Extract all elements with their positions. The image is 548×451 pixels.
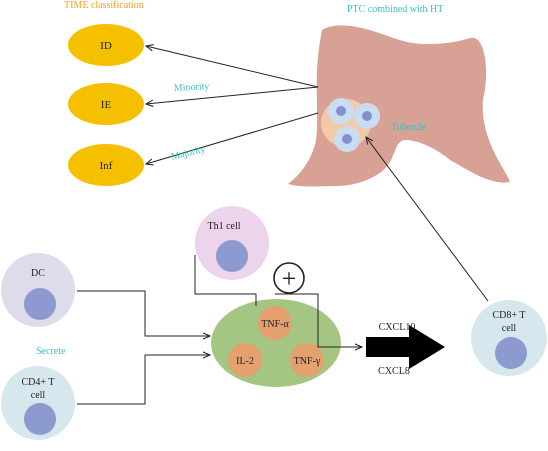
cxcl-block-arrow [366, 325, 445, 369]
arrow-to-inf [146, 112, 319, 164]
th1-cell: Th1 cell [195, 206, 269, 280]
cd4-nucleus [24, 403, 56, 435]
minority-label: Minority [174, 81, 210, 94]
th1-to-hub-connector [194, 255, 257, 306]
cd8-nucleus [495, 337, 527, 369]
dc-cell: DC [1, 253, 75, 327]
inf-label: Inf [100, 160, 113, 172]
dc-nucleus [24, 288, 56, 320]
secrete-label: Secrete [36, 346, 66, 357]
category-ie: IE [68, 83, 144, 125]
cd4-to-hub-arrow [77, 355, 210, 405]
majority-label: Majority [170, 144, 207, 163]
tnf-gamma-label: TNF-γ [294, 356, 321, 367]
cxcl10-label: CXCL10 [379, 322, 416, 333]
il2-label: IL-2 [236, 356, 254, 367]
tubercle-label: Tubercle [391, 122, 427, 133]
arrow-to-ie [146, 86, 319, 104]
tnf-gamma-bubble [290, 343, 324, 377]
ie-oval [68, 83, 144, 125]
tnf-alpha-label: TNF-α [261, 319, 289, 330]
cd4-t-cell: CD4+ T cell [1, 366, 75, 440]
category-id: ID [68, 24, 144, 66]
th1-label: Th1 cell [207, 221, 240, 232]
time-classification-title: TIME classification [64, 0, 144, 11]
plus-sign: + [273, 262, 305, 294]
th1-nucleus [216, 240, 248, 272]
cd4-label-line2: cell [31, 390, 46, 401]
dc-to-hub-arrow [77, 290, 210, 336]
cd8-label-line1: CD8+ T [493, 310, 526, 321]
dc-label: DC [31, 268, 45, 279]
tubercle-nucleus [336, 106, 346, 116]
tnf-alpha-bubble [258, 306, 292, 340]
tubercle-nucleus [362, 111, 372, 121]
tubercle-cluster [321, 98, 380, 152]
cd8-label-line2: cell [502, 323, 517, 334]
inf-oval [68, 144, 144, 186]
cytokine-hub: TNF-α IL-2 TNF-γ [211, 299, 341, 387]
cd4-cell-body [1, 366, 75, 440]
il2-bubble [228, 343, 262, 377]
arrow-to-id [146, 46, 319, 88]
plus-circle [273, 262, 305, 294]
tubercle-nucleus [342, 134, 352, 144]
ie-label: IE [101, 99, 112, 111]
id-label: ID [100, 40, 112, 52]
hub-to-cxcl-arrow [275, 293, 362, 347]
id-oval [68, 24, 144, 66]
ptc-title: PTC combined with HT [347, 4, 443, 15]
plus-label: + [282, 264, 297, 293]
cd8-t-cell: CD8+ T cell [471, 300, 547, 376]
category-inf: Inf [68, 144, 144, 186]
thyroid-shape [288, 25, 510, 187]
cd4-label-line1: CD4+ T [22, 377, 55, 388]
cxcl8-label: CXCL8 [378, 366, 410, 377]
cd8-to-tubercle-arrow [366, 137, 489, 302]
